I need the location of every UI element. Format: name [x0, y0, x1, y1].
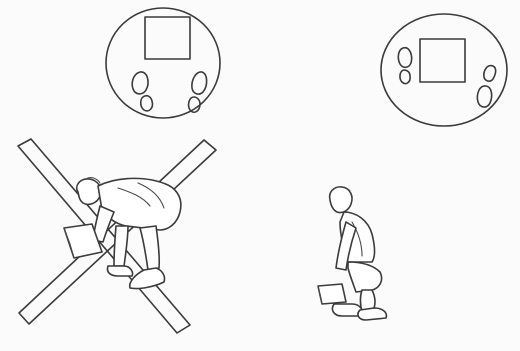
footprint-left-a — [132, 72, 152, 111]
inset-circle-left — [106, 8, 220, 118]
improper-lift-figure — [18, 139, 216, 333]
footprint-right-b — [477, 66, 495, 107]
box-top-view-right — [420, 39, 465, 82]
narrow-stance-inset — [106, 8, 220, 118]
box-top-view-left — [145, 17, 190, 59]
footprint-left-b — [398, 48, 411, 84]
inset-circle-right — [381, 14, 507, 126]
bending-person — [64, 178, 181, 289]
wide-stance-inset — [381, 14, 507, 126]
proper-lift-figure — [318, 187, 386, 320]
